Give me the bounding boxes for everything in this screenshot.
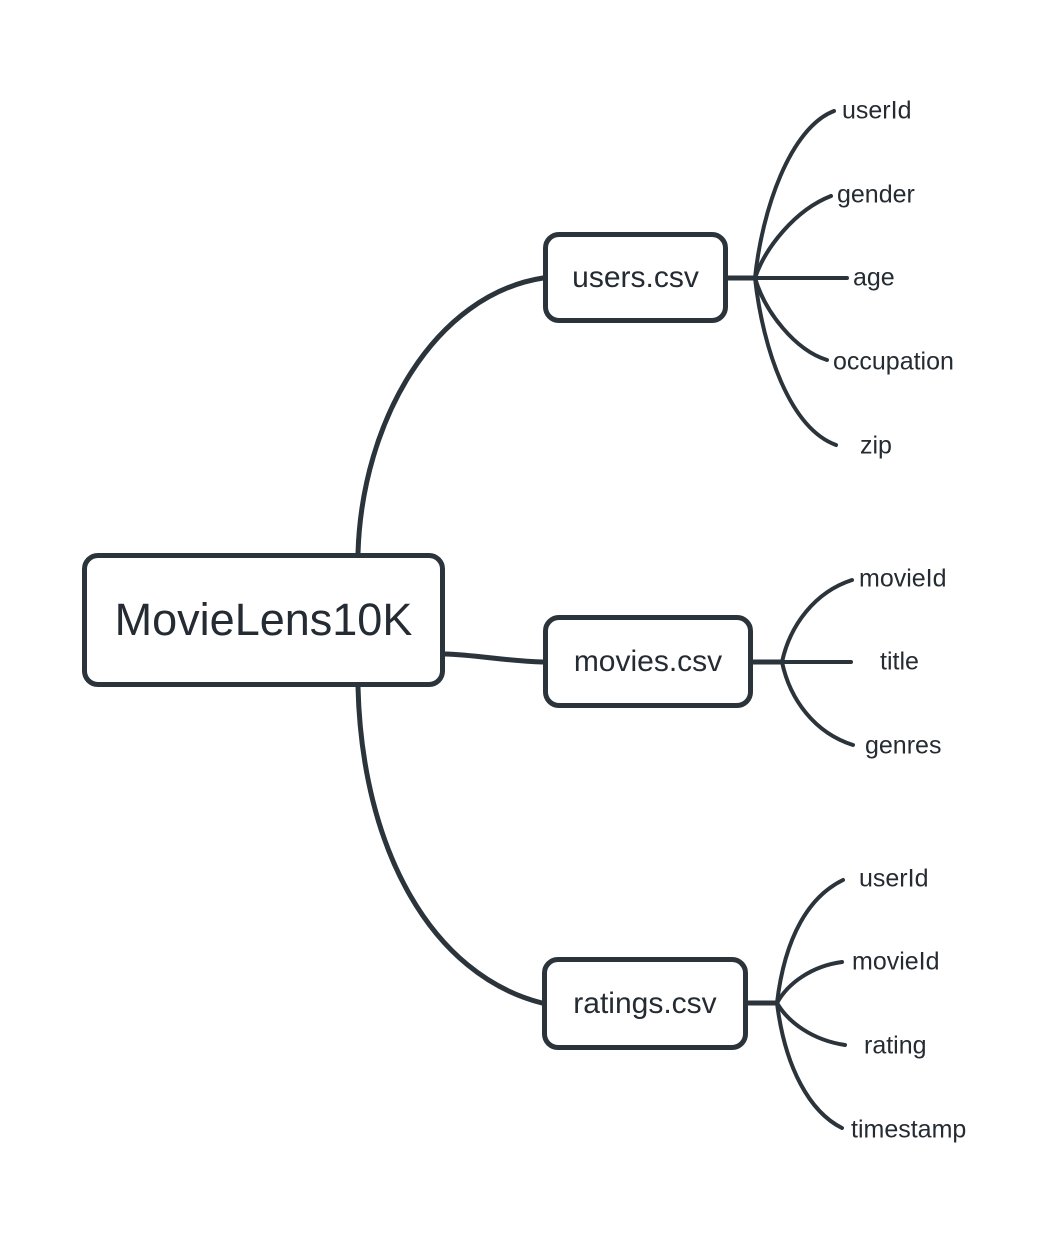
leaf-movies-movieid: movieId [859,564,947,593]
edge-movies-movieid [780,578,854,664]
leaf-users-gender: gender [837,180,915,209]
leaf-users-occupation: occupation [833,347,954,376]
edge-users-userid [753,109,836,280]
edge-ratings-movieid [775,960,844,1005]
node-root: MovieLens10K [82,553,445,687]
leaf-ratings-timestamp: timestamp [851,1115,967,1144]
leaf-users-zip: zip [860,431,892,460]
edge-movies-genres [780,660,855,747]
edge-ratings-userid [775,878,845,1005]
node-movies-csv: movies.csv [543,615,753,708]
leaf-users-userid: userId [842,96,912,125]
edge-ratings-rating [775,1001,847,1047]
leaf-ratings-rating: rating [864,1031,927,1060]
node-root-label: MovieLens10K [114,594,413,645]
node-ratings-csv-label: ratings.csv [573,986,717,1020]
edge-users-occupation [753,276,829,362]
edge-ratings-timestamp [775,1001,844,1130]
edge-users-zip [753,276,838,447]
node-ratings-csv: ratings.csv [542,957,748,1050]
node-users-csv: users.csv [543,232,728,323]
edge-users-gender [753,194,833,280]
node-users-csv-label: users.csv [572,260,699,294]
leaf-ratings-userid: userId [859,864,929,893]
edge-root-ratings [355,684,545,1006]
leaf-users-age: age [853,263,895,292]
edge-root-users [355,275,546,556]
leaf-movies-genres: genres [865,731,942,760]
leaf-ratings-movieid: movieId [852,947,940,976]
node-movies-csv-label: movies.csv [573,644,723,678]
leaf-movies-title: title [880,647,919,676]
edge-root-movies [442,651,546,665]
